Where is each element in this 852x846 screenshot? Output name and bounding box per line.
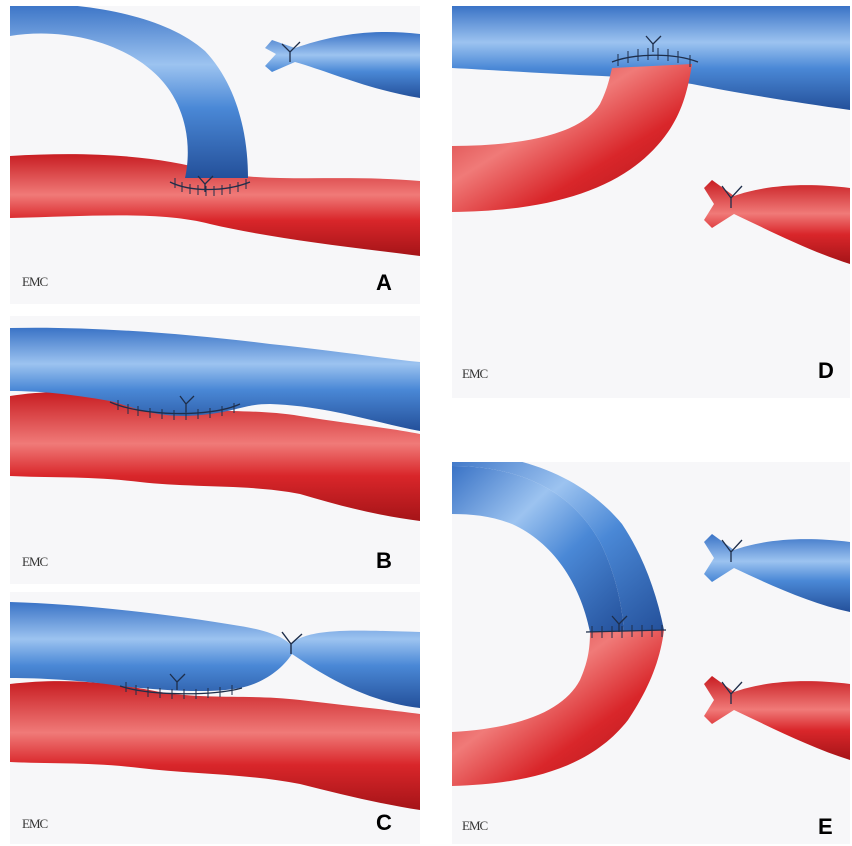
artery [10, 681, 420, 810]
artery [452, 64, 692, 212]
emc-logo: EMC [22, 274, 47, 290]
artery [452, 630, 664, 786]
panel-e: EMC E [452, 462, 850, 844]
ligated-artery-stump [704, 180, 850, 264]
vein [10, 6, 248, 178]
panel-e-drawing [452, 462, 850, 844]
panel-label-d: D [818, 358, 834, 384]
panel-label-a: A [376, 270, 392, 296]
panel-label-e: E [818, 814, 833, 840]
panel-b: EMC B [10, 316, 420, 584]
panel-label-b: B [376, 548, 392, 574]
panel-label-c: C [376, 810, 392, 836]
ligated-vein-stump [265, 32, 420, 98]
panel-a: EMC A [10, 6, 420, 304]
emc-logo: EMC [462, 818, 487, 834]
panel-d-drawing [452, 6, 850, 398]
emc-logo: EMC [462, 366, 487, 382]
ligated-artery-stump [704, 676, 850, 760]
panel-d: EMC D [452, 6, 850, 398]
panel-c: EMC C [10, 592, 420, 844]
panel-b-drawing [10, 316, 420, 584]
panel-c-drawing [10, 592, 420, 844]
emc-logo: EMC [22, 816, 47, 832]
emc-logo: EMC [22, 554, 47, 570]
panel-a-drawing [10, 6, 420, 304]
